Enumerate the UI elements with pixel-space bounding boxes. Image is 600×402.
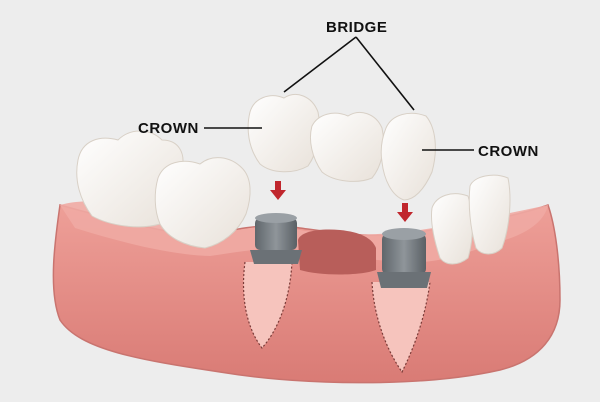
root-right-outline <box>371 281 431 374</box>
gum-gap <box>298 229 376 275</box>
abutment-right <box>377 228 431 288</box>
bridge-pontic <box>309 112 385 182</box>
bridge-crown-right <box>380 112 436 201</box>
root-left-outline <box>242 261 293 349</box>
incisor-right-2 <box>468 174 511 255</box>
down-arrow-icon <box>270 181 286 200</box>
bridge-unit <box>247 94 436 201</box>
bridge-crown-left <box>247 94 321 173</box>
bridge-leader-right <box>355 36 415 111</box>
abutment-left <box>250 213 302 264</box>
molar-left-front <box>154 157 251 249</box>
down-arrow-icon <box>397 203 413 222</box>
bridge-leader-left <box>283 36 357 93</box>
crown-right-label: CROWN <box>478 143 539 160</box>
bridge-label: BRIDGE <box>326 19 388 36</box>
crown-left-label: CROWN <box>138 120 199 137</box>
incisor-right-1 <box>431 193 473 265</box>
